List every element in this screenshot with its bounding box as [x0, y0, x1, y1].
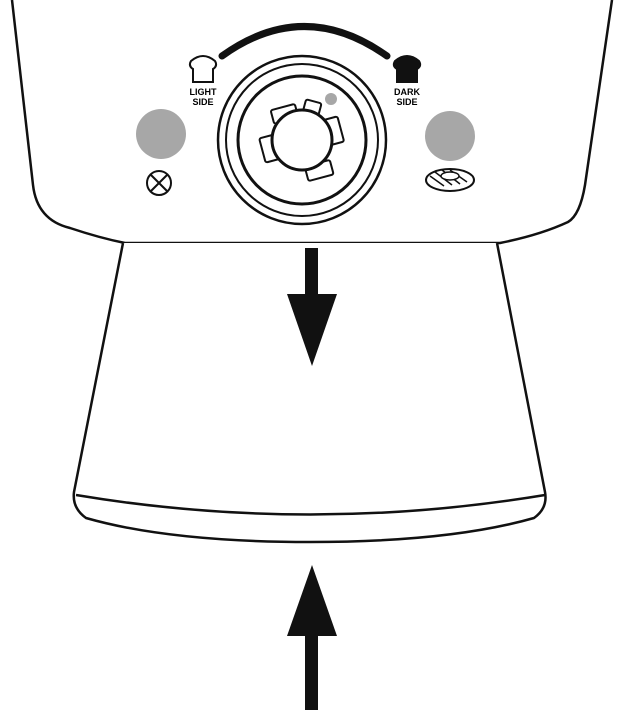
- light-side-label-line1: LIGHT: [190, 87, 217, 97]
- cancel-circle-x-icon: [146, 170, 172, 196]
- crumb-tray[interactable]: [72, 242, 547, 544]
- shade-dial[interactable]: [216, 54, 388, 226]
- shade-arc: [218, 23, 391, 60]
- pull-down-arrow-icon: [287, 248, 337, 366]
- dark-side-label-line1: DARK: [394, 87, 420, 97]
- bagel-button[interactable]: [425, 111, 475, 161]
- cancel-button[interactable]: [136, 109, 186, 159]
- dial-indicator-dot: [325, 93, 337, 105]
- dark-toast-icon: [392, 54, 422, 83]
- light-side-label-line2: SIDE: [192, 97, 213, 107]
- light-toast-icon: [188, 54, 218, 83]
- crumb-tray-lip: [75, 493, 546, 516]
- dark-side-label-line2: SIDE: [396, 97, 417, 107]
- push-up-arrow-icon: [287, 565, 337, 710]
- bagel-icon: [425, 168, 475, 192]
- dial-knob-center: [270, 108, 334, 172]
